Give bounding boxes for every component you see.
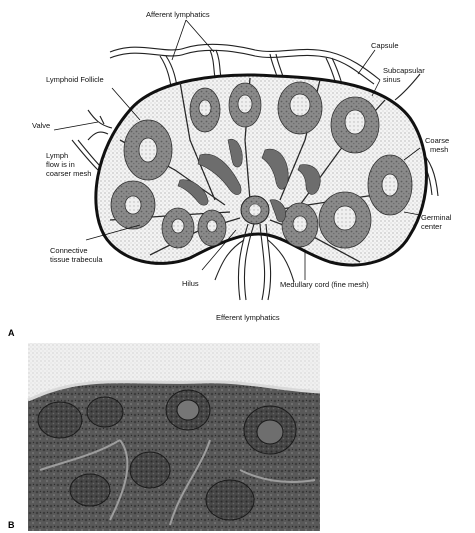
label-efferent-lymphatics: Efferent lymphatics (216, 313, 280, 322)
label-hilus: Hilus (182, 279, 199, 288)
label-afferent-lymphatics: Afferent lymphatics (146, 10, 210, 19)
label-germinal-center-2: center (421, 222, 442, 231)
label-germinal-center-1: Germinal (421, 213, 452, 222)
label-coarse-mesh-1: Coarse (425, 136, 449, 145)
label-coarse-mesh-2: mesh (430, 145, 448, 154)
label-capsule: Capsule (371, 41, 399, 50)
label-valve: Valve (32, 121, 50, 130)
label-subcapsular-sinus-2: sinus (383, 75, 401, 84)
label-connective-tissue-2: tissue trabecula (50, 255, 103, 264)
label-lymphoid-follicle: Lymphoid Follicle (46, 75, 104, 84)
label-connective-tissue-1: Connective (50, 246, 88, 255)
lymph-node-diagram: Afferent lymphatics Capsule Subcapsular … (8, 10, 452, 338)
label-lymph-flow-2: flow is in (46, 160, 75, 169)
panel-label-a: A (8, 328, 15, 338)
hilus-vessel (241, 196, 269, 224)
label-lymph-flow-3: coarser mesh (46, 169, 91, 178)
panel-label-b: B (8, 520, 15, 530)
lymph-node-micrograph: B (8, 343, 320, 531)
label-lymph-flow-1: Lymph (46, 151, 68, 160)
label-medullary-cord: Medullary cord (fine mesh) (280, 280, 369, 289)
label-subcapsular-sinus-1: Subcapsular (383, 66, 425, 75)
